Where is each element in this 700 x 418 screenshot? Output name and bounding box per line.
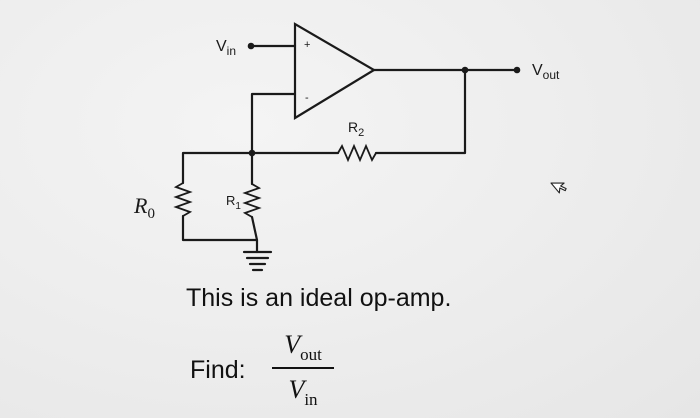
r0-top-wire (181, 151, 254, 185)
vout-terminal (513, 66, 521, 74)
r0-label: R0 (133, 193, 155, 222)
problem-statement: This is an ideal op-amp. (186, 284, 452, 312)
r0-bottom-wire (181, 214, 259, 242)
find-label: Find: (190, 356, 246, 384)
vout-label: Vout (532, 62, 560, 82)
r2-resistor (337, 143, 377, 163)
opamp-circuit-diagram: + - Vin Vout R2 R0 (133, 22, 567, 272)
noninverting-sign: + (304, 39, 310, 51)
r0-resistor (173, 182, 193, 217)
r1-label: R1 (226, 193, 241, 212)
r1-bottom-wire (250, 215, 259, 254)
r1-resistor (242, 183, 262, 218)
target-ratio: Vout Vin (272, 330, 334, 409)
inverting-input-wire (250, 92, 297, 155)
fraction-bar (272, 367, 334, 369)
vin-label: Vin (216, 38, 236, 58)
ground-icon (242, 250, 273, 272)
inverting-sign: - (305, 92, 309, 104)
ratio-numerator: Vout (284, 330, 322, 364)
r2-label: R2 (348, 119, 364, 139)
feedback-wire-right (374, 68, 467, 155)
ratio-denominator: Vin (288, 375, 318, 409)
cursor-icon (550, 182, 567, 194)
opamp-symbol (293, 22, 377, 120)
